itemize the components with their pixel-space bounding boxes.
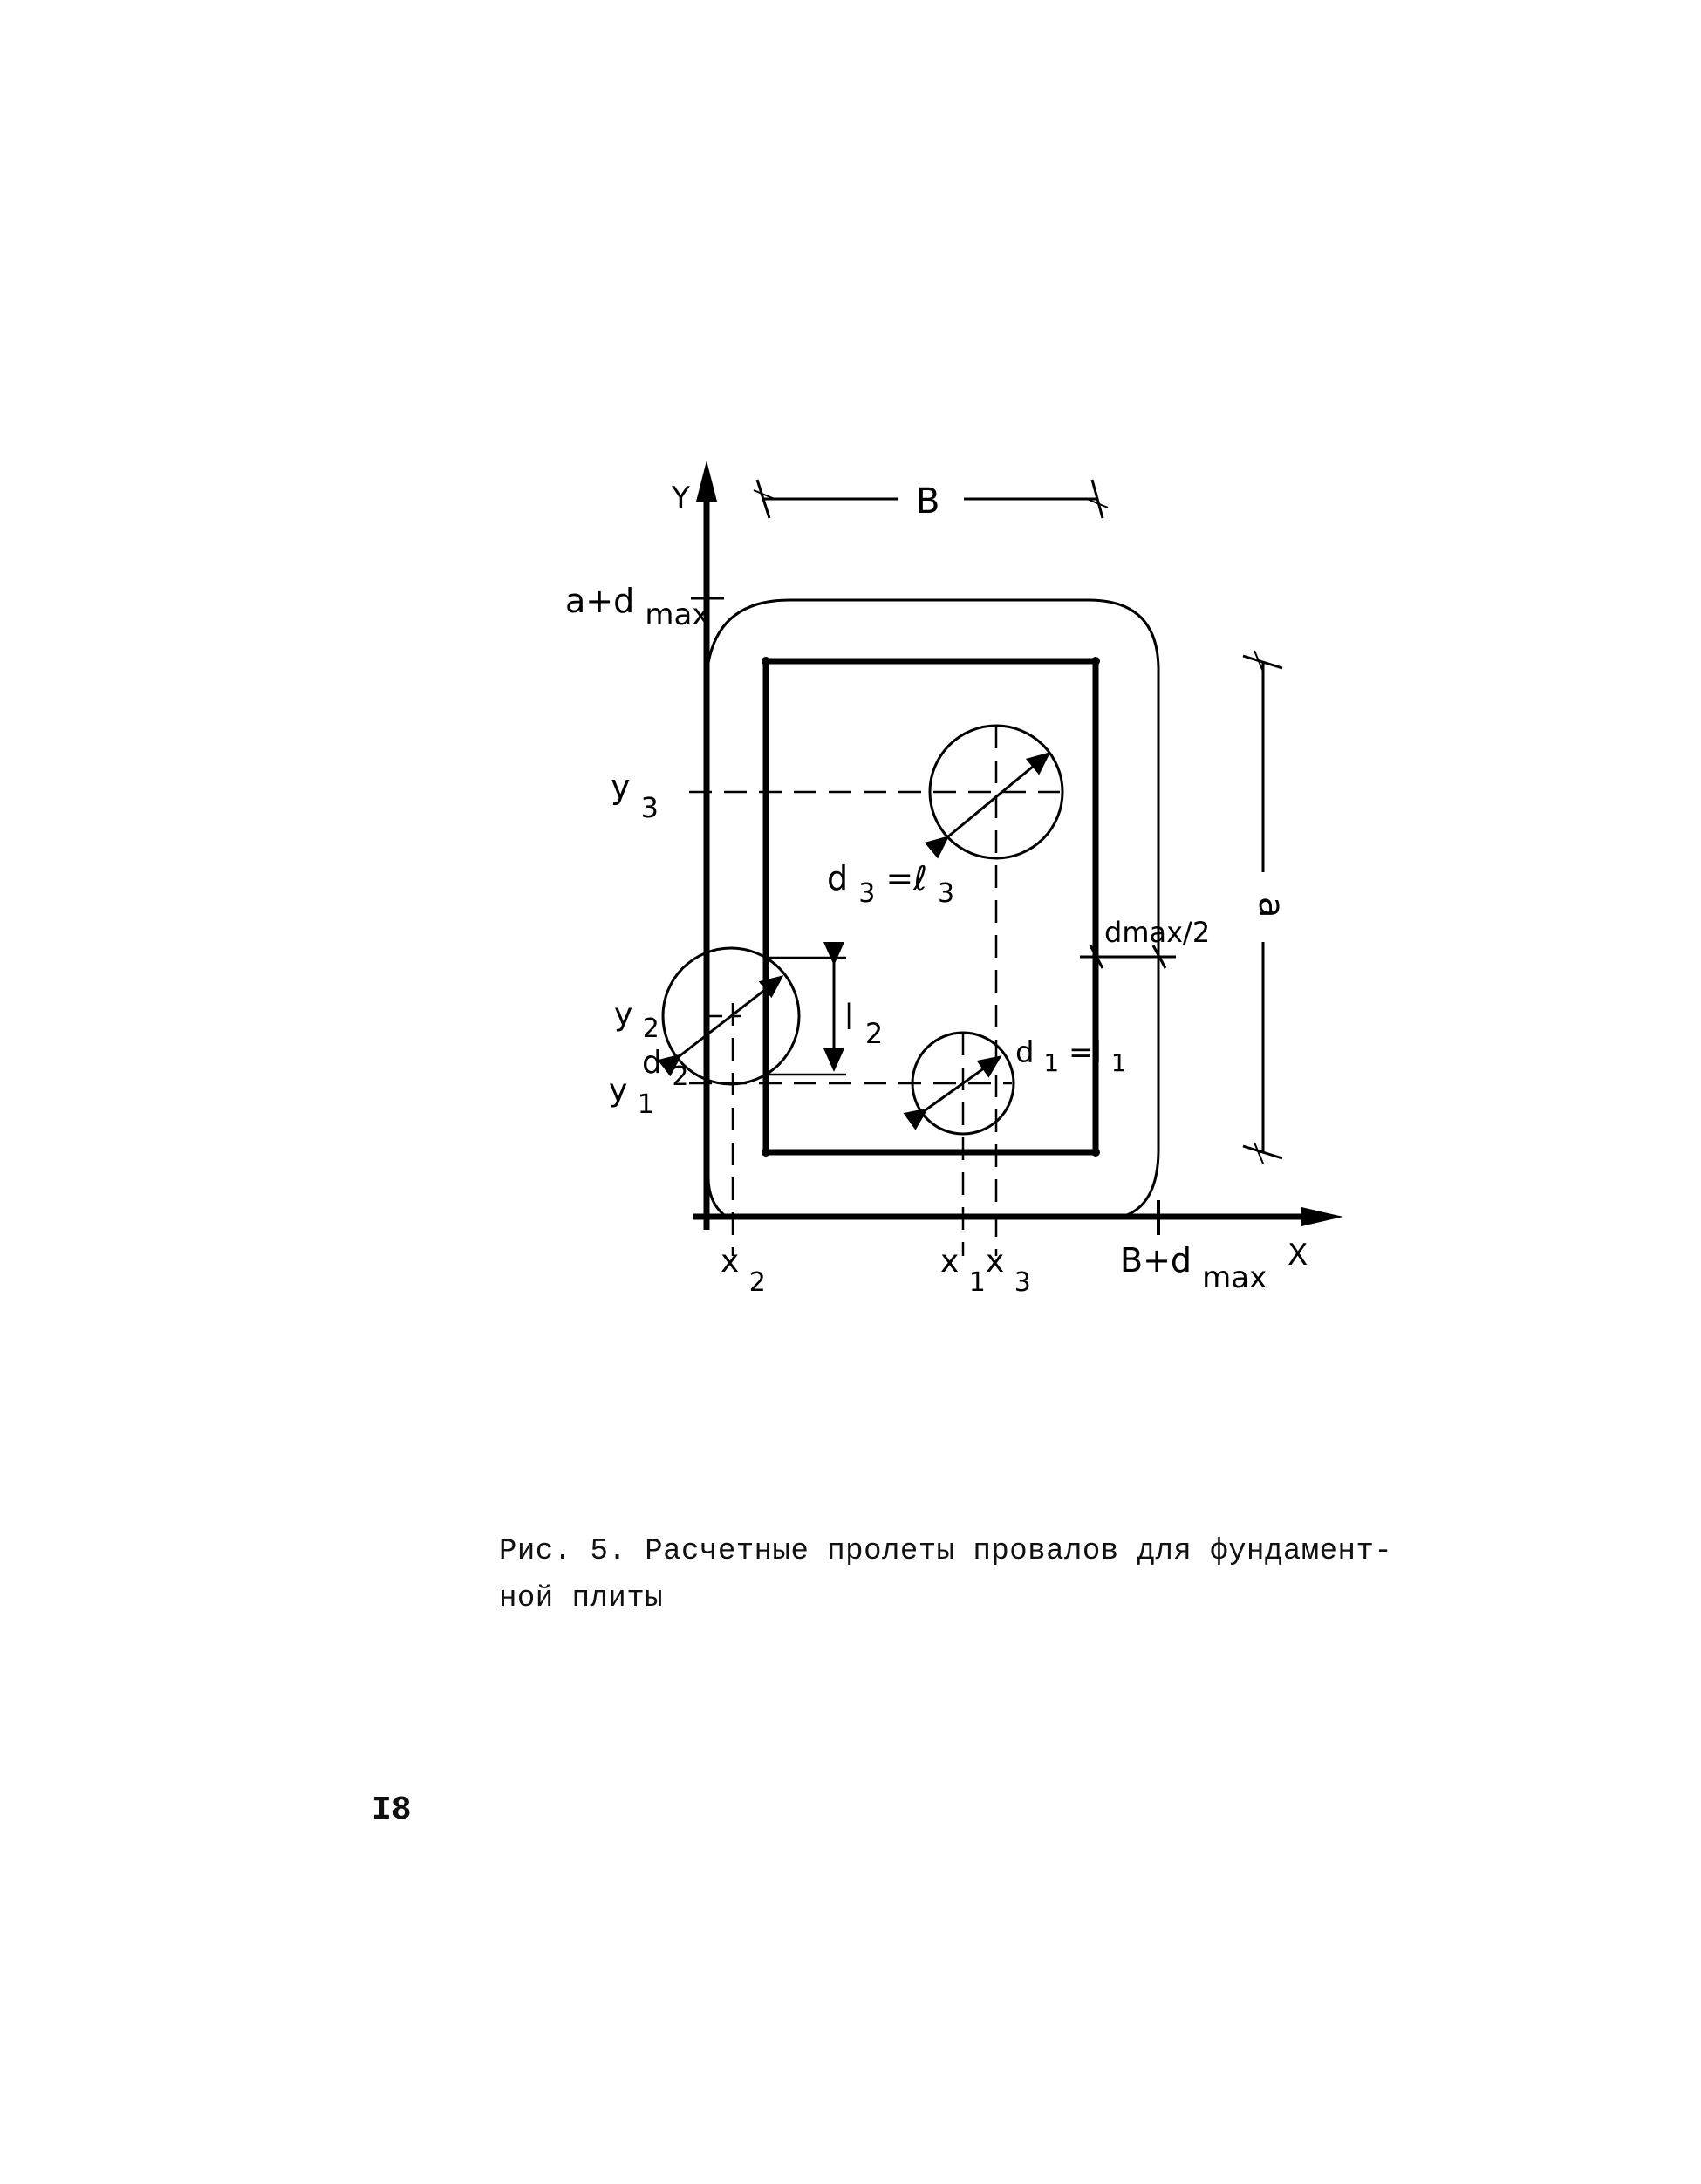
corner-dot	[762, 1148, 770, 1157]
a-tick-top	[1242, 654, 1283, 670]
y1-label: y 1	[609, 1073, 654, 1120]
x3-label: x 3	[986, 1244, 1031, 1298]
y3-label: y 3	[611, 768, 659, 824]
a-tick-bottom	[1242, 1144, 1283, 1160]
d3-label: d 3 =ℓ 3	[827, 859, 954, 910]
x-axis-label: X	[1288, 1238, 1308, 1273]
top-bound-label: a+d max	[565, 582, 709, 632]
half-dmax-label: dmax/2	[1104, 916, 1210, 949]
d1-diameter	[903, 1055, 1002, 1130]
outer-boundary	[707, 598, 1160, 1217]
b-tick-right	[1090, 479, 1104, 519]
caption-line-2: ной плиты	[499, 1582, 664, 1615]
d2-label: d 2	[642, 1045, 688, 1092]
b-tick-left-cross	[753, 489, 775, 500]
right-bound-label: B+d max	[1120, 1241, 1267, 1295]
corner-dot	[1091, 657, 1100, 665]
b-tick-left	[755, 479, 771, 519]
a-tick-top-cross	[1254, 650, 1264, 672]
width-b-label: B	[916, 481, 939, 522]
slab-rectangle	[762, 658, 1099, 1156]
caption-line-1: Рис. 5. Расчетные пролеты провалов для ф…	[499, 1535, 1393, 1568]
corner-dot	[762, 657, 770, 665]
d2-diameter	[657, 975, 784, 1077]
height-a-label: a	[1251, 897, 1291, 918]
a-tick-bottom-cross	[1254, 1142, 1264, 1164]
y-axis-label: Y	[671, 481, 690, 515]
d1-label: d 1 =l 1	[1015, 1035, 1127, 1079]
y-axis-arrow	[696, 461, 717, 502]
x2-label: x 2	[721, 1244, 766, 1298]
figure-caption: Рис. 5. Расчетные пролеты провалов для ф…	[499, 1528, 1393, 1622]
corner-dot	[1091, 1148, 1100, 1157]
x-axis-arrow	[1301, 1207, 1343, 1226]
x1-label: x 1	[940, 1244, 986, 1298]
page-number: I8	[372, 1792, 412, 1829]
b-tick-right-cross	[1086, 498, 1109, 508]
d3-diameter	[924, 752, 1051, 859]
half-dmax-tick-right	[1151, 945, 1167, 969]
half-dmax-tick-left	[1089, 945, 1104, 969]
y2-label: y 2	[614, 997, 659, 1044]
l2-label: l 2	[844, 998, 883, 1050]
